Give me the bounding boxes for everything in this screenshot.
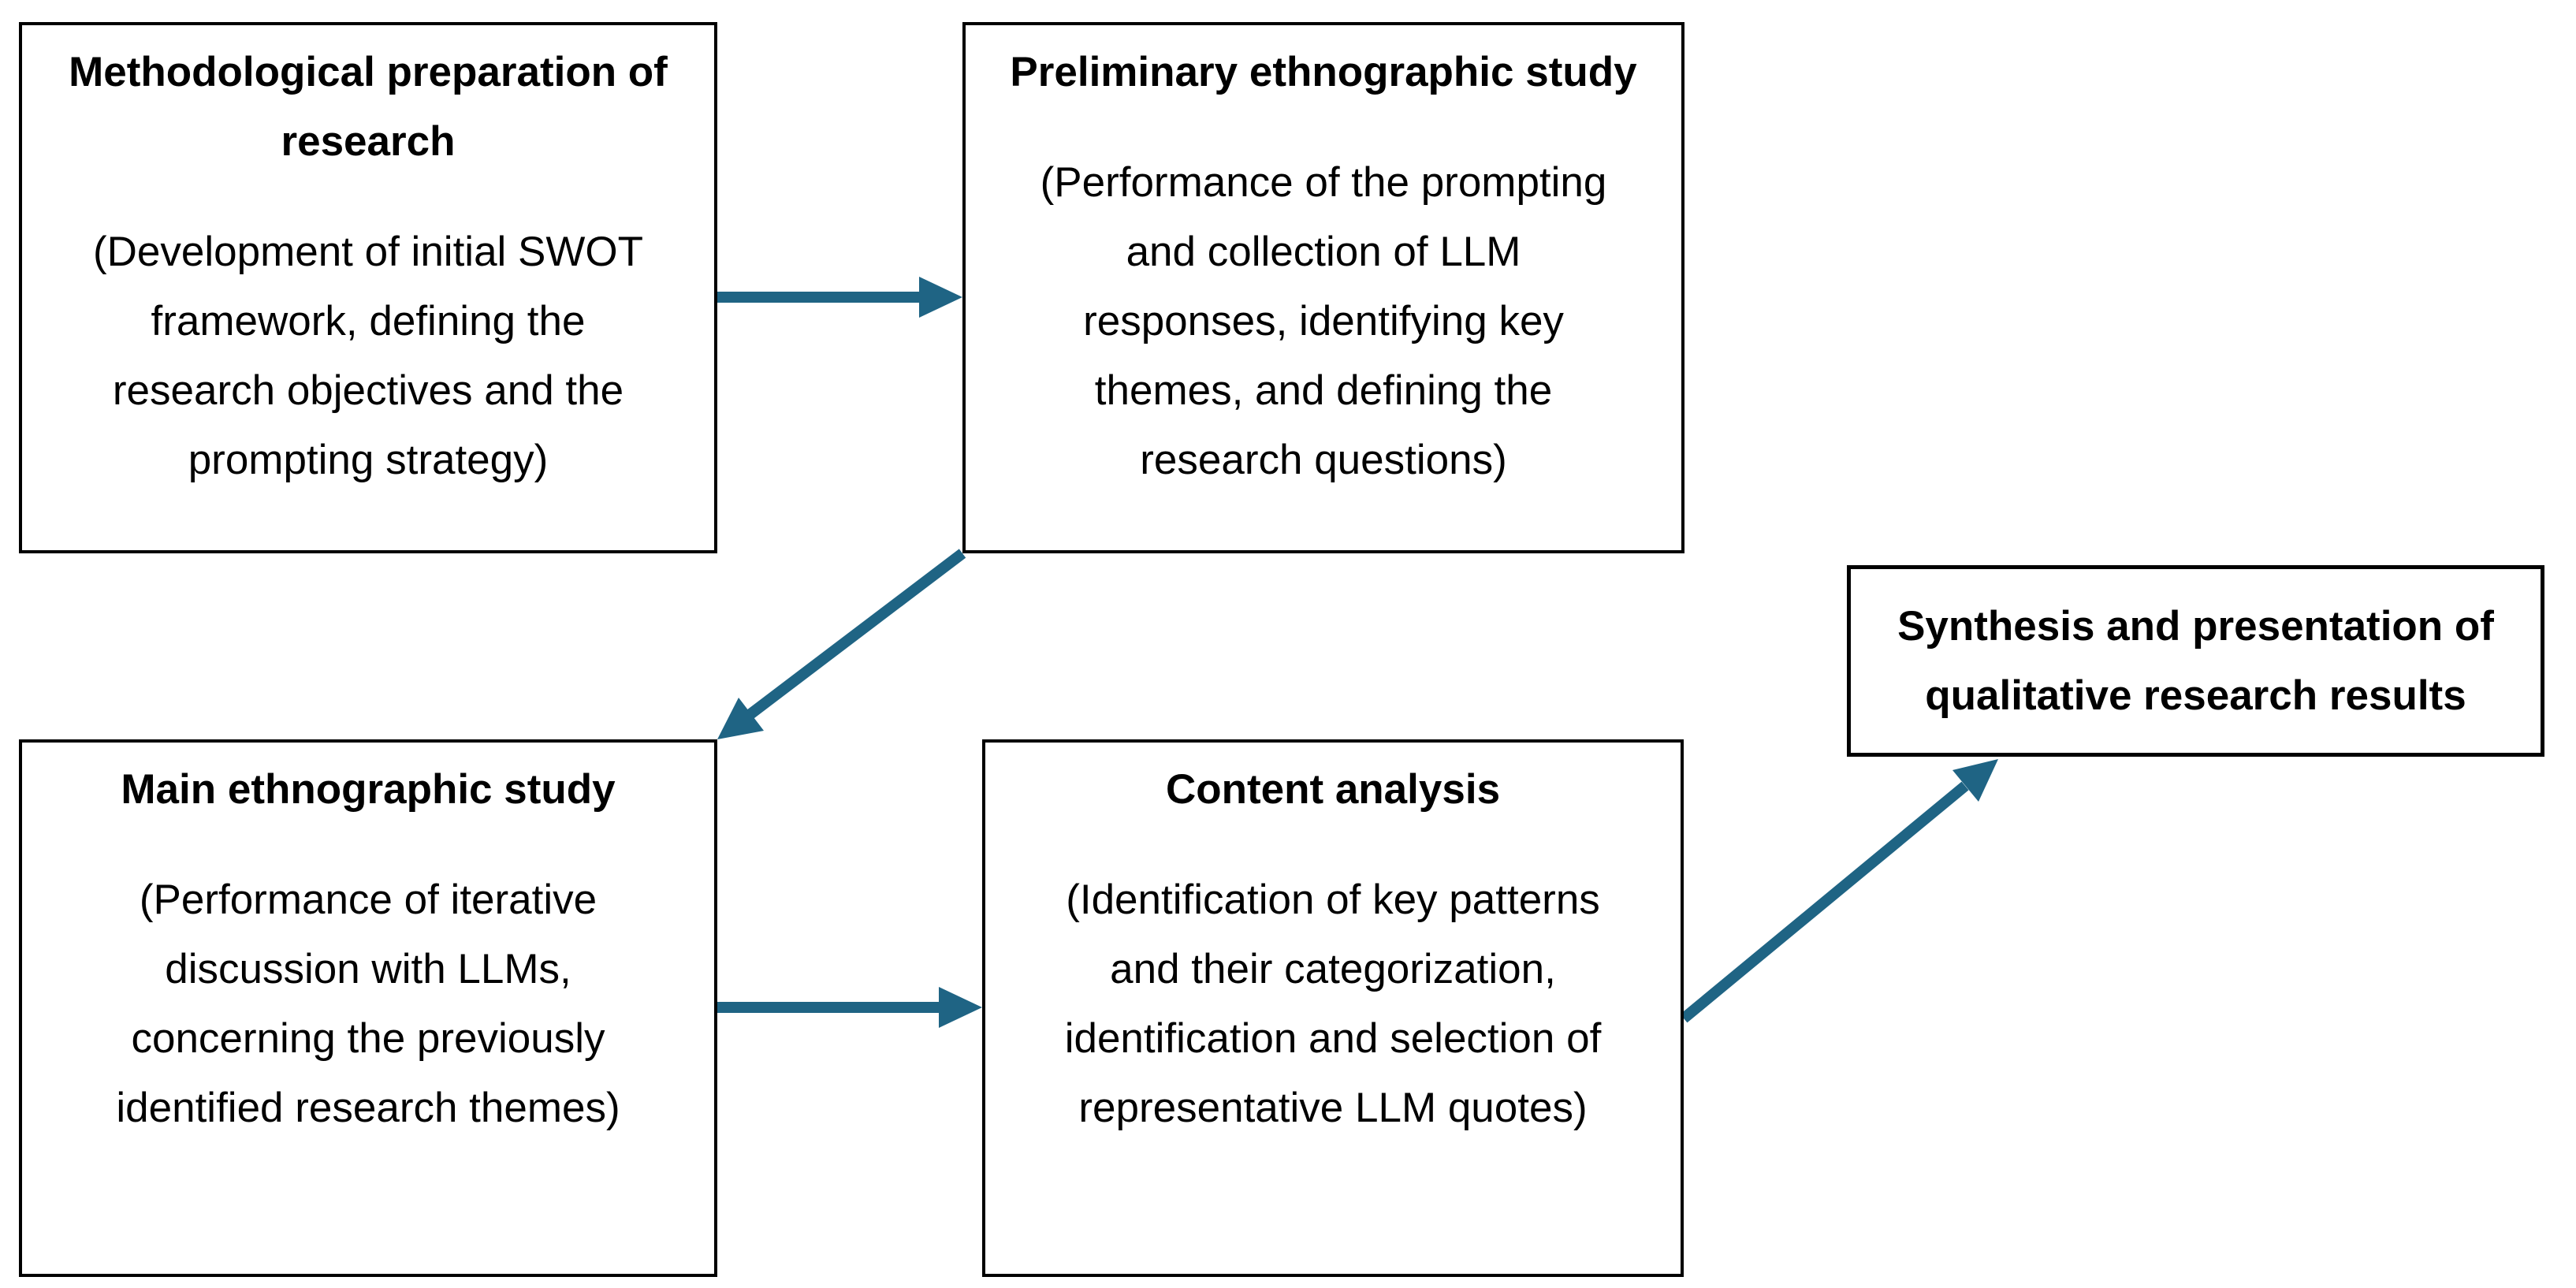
arrow-preliminary-to-main — [717, 549, 966, 739]
node-synthesis-and-presentation: Synthesis and presentation of qualitativ… — [1847, 565, 2544, 757]
node-title: Content analysis — [1165, 766, 1501, 813]
arrow-methodological-to-preliminary — [717, 277, 962, 318]
node-title: Main ethnographic study — [121, 766, 616, 813]
node-body: (Development of initial SWOT framework, … — [92, 229, 644, 483]
node-body: (Performance of the prompting and collec… — [1040, 159, 1607, 483]
node-content-analysis: Content analysis (Identification of key … — [982, 739, 1684, 1277]
arrow-content-to-synthesis — [1680, 759, 1998, 1023]
node-body: (Performance of iterative discussion wit… — [116, 877, 620, 1131]
node-title: Preliminary ethnographic study — [1010, 49, 1637, 95]
node-methodological-preparation: Methodological preparation of research (… — [19, 22, 717, 553]
node-body: (Identification of key patterns and thei… — [1064, 877, 1602, 1131]
arrow-main-to-content — [717, 987, 982, 1028]
node-title: Synthesis and presentation of qualitativ… — [1897, 602, 2494, 719]
node-main-ethnographic-study: Main ethnographic study (Performance of … — [19, 739, 717, 1277]
node-title: Methodological preparation of research — [69, 49, 668, 165]
node-preliminary-ethnographic-study: Preliminary ethnographic study (Performa… — [962, 22, 1684, 553]
